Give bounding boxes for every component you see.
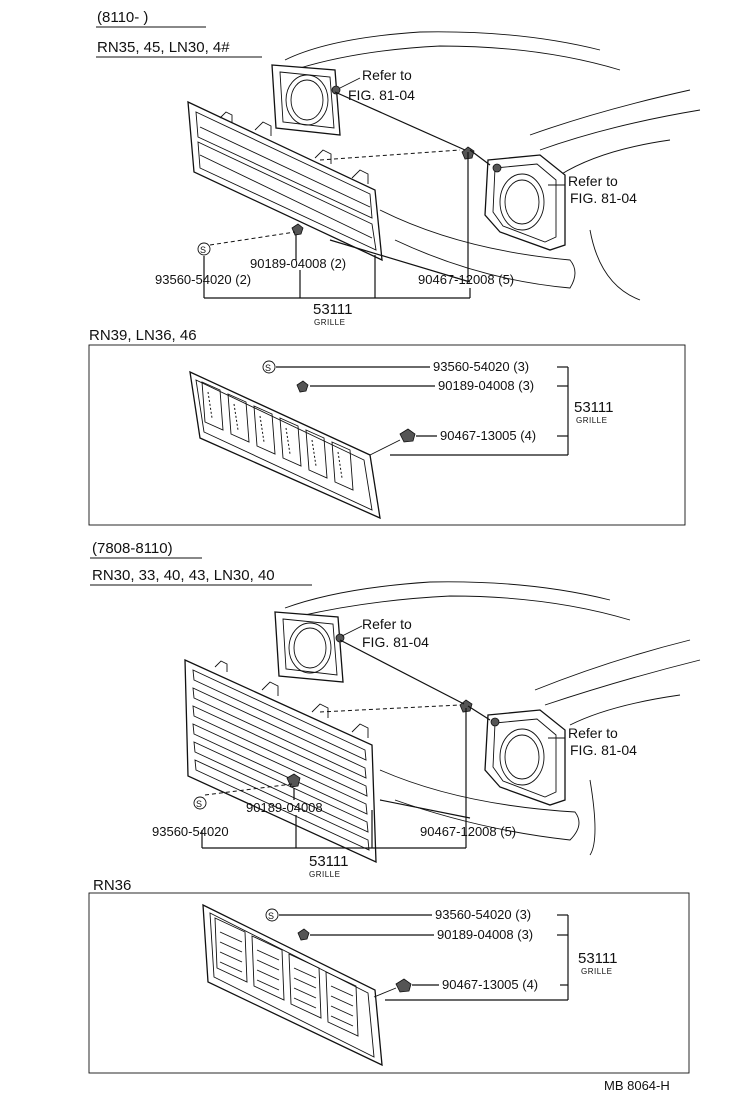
section-4-bolt-label: 90189-04008 (3) [437,927,533,942]
grille-diagram-1 [187,100,383,262]
screw-symbol-s1: S [200,245,207,255]
section-1-models: RN35, 45, LN30, 4# [97,39,230,56]
screw-symbol-s2: S [265,363,272,373]
section-1-screw-label: 93560-54020 (2) [155,272,251,287]
section-2-models: RN39, LN36, 46 [89,327,197,344]
headlamp-door-left [271,64,341,136]
section-3: (7808-8110) RN30, 33, 40, 43, LN30, 40 [90,540,701,879]
section-3-ref-1-b: FIG. 81-04 [362,634,429,650]
section-3-ref-2-b: FIG. 81-04 [570,742,637,758]
section-3-models: RN30, 33, 40, 43, LN30, 40 [92,567,275,584]
section-2-grille-number: 53111 [574,399,614,416]
section-1-bolt-label: 90189-04008 (2) [250,256,346,271]
section-2-grille-name: GRILLE [576,416,607,425]
section-4-models: RN36 [93,877,131,894]
section-1-ref-2-b: FIG. 81-04 [570,190,637,206]
screw-symbol-s4: S [268,911,275,921]
screw-symbol-s3: S [196,799,203,809]
section-4-clip-label: 90467-13005 (4) [442,977,538,992]
section-2: RN39, LN36, 46 S [88,327,686,526]
section-2-clip-label: 90467-13005 (4) [440,428,536,443]
section-1-grille-number: 53111 [313,301,353,318]
section-2-screw-label: 93560-54020 (3) [433,359,529,374]
headlamp-door-left-2 [274,611,345,683]
section-2-frame [88,344,686,526]
section-3-period: (7808-8110) [92,540,173,557]
section-3-clip-label: 90467-12008 (5) [420,824,516,839]
section-1-grille-name: GRILLE [314,318,345,327]
section-1: (8110- ) RN35, 45, LN30, 4# [96,9,701,327]
section-1-clip-label: 90467-12008 (5) [418,272,514,287]
section-4: RN36 [88,877,690,1074]
section-3-grille-name: GRILLE [309,870,340,879]
section-3-ref-2-a: Refer to [568,725,618,741]
section-4-screw-label: 93560-54020 (3) [435,907,531,922]
section-4-grille-name: GRILLE [581,967,612,976]
section-3-screw-label: 93560-54020 [152,824,229,839]
grille-diagram-3 [184,658,377,864]
section-4-frame [88,892,690,1074]
headlamp-door-right-2 [484,709,566,806]
grille-diagram-2 [189,370,381,520]
section-3-grille-number: 53111 [309,853,349,870]
section-3-ref-1-a: Refer to [362,616,412,632]
section-4-grille-number: 53111 [578,950,618,967]
section-1-ref-2-a: Refer to [568,173,618,189]
diagram-reference-code: MB 8064-H [604,1078,670,1093]
section-2-bolt-label: 90189-04008 (3) [438,378,534,393]
section-1-period: (8110- ) [97,9,148,26]
headlamp-door-right [484,154,566,251]
section-3-bolt-label: 90189-04008 [246,800,323,815]
section-1-ref-1-a: Refer to [362,67,412,83]
section-1-ref-1-b: FIG. 81-04 [348,87,415,103]
grille-diagram-4 [202,903,383,1067]
